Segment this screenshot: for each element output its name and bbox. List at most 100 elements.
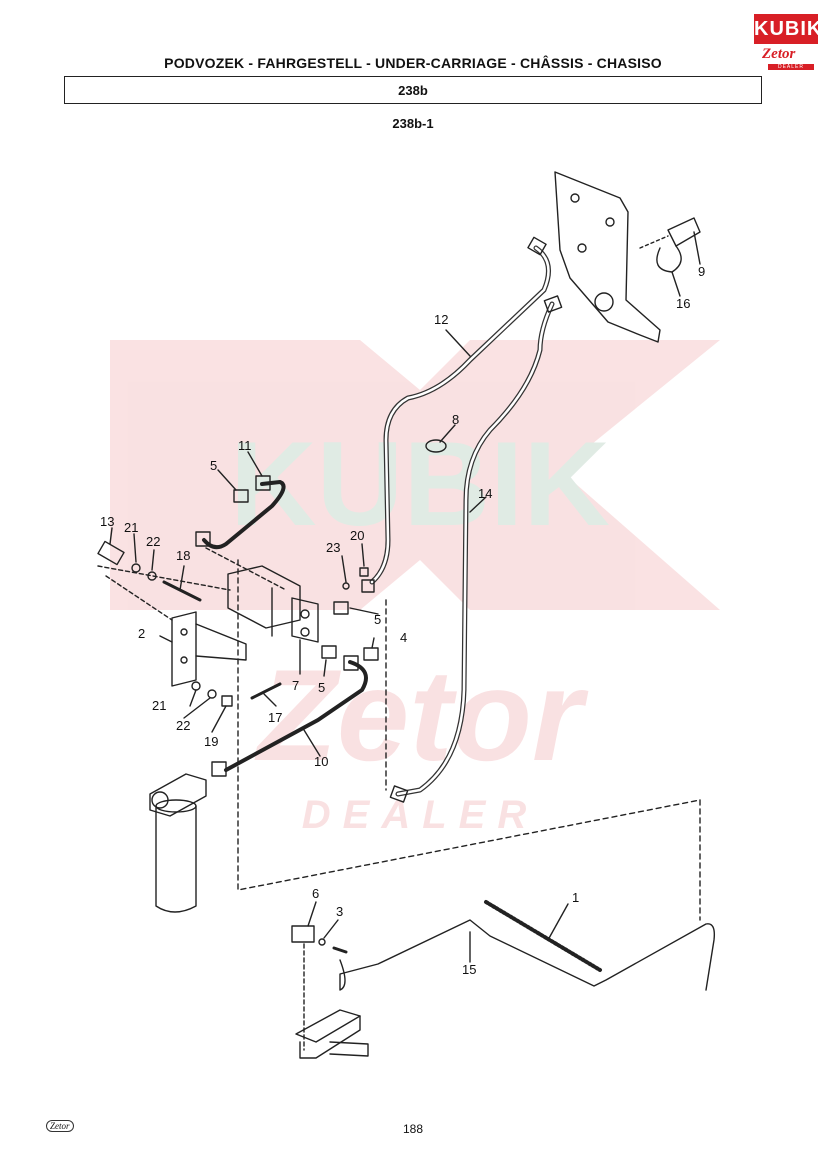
- label-4: 4: [400, 630, 407, 645]
- filter-head: [149, 773, 207, 817]
- leader-line: [693, 231, 701, 265]
- washer-3: [318, 938, 326, 946]
- label-8: 8: [452, 412, 459, 427]
- hose-nut: [527, 236, 547, 256]
- pipe-nut: [195, 531, 211, 547]
- leader-line: [159, 635, 173, 643]
- spacer-13: [97, 540, 125, 566]
- hose-12-inner: [370, 246, 550, 584]
- label-18: 18: [176, 548, 190, 563]
- bolt-17: [250, 682, 282, 700]
- cable-1: [484, 900, 602, 972]
- leader-line: [217, 469, 237, 491]
- pipe-nut: [343, 655, 359, 671]
- leader-line: [189, 689, 197, 707]
- plate-hole: [605, 217, 615, 227]
- plate-hole: [577, 243, 587, 253]
- label-10: 10: [314, 754, 328, 769]
- section-code-box: 238b: [64, 76, 762, 104]
- bracket-hole: [180, 628, 188, 636]
- bolt-18: [162, 580, 202, 602]
- pipe-nut: [255, 475, 271, 491]
- leader-line: [547, 903, 569, 941]
- valve-port: [300, 627, 310, 637]
- label-15: 15: [462, 962, 476, 977]
- logo-sub: Zetor: [762, 46, 796, 62]
- label-12: 12: [434, 312, 448, 327]
- filter-canister: [155, 805, 197, 913]
- valve-flange: [291, 597, 319, 643]
- label-23: 23: [326, 540, 340, 555]
- leader-line: [439, 424, 456, 443]
- leader-line: [469, 496, 487, 513]
- fitting-4: [363, 647, 379, 661]
- leader-line: [105, 575, 173, 621]
- label-2: 2: [138, 626, 145, 641]
- label-5-top: 5: [210, 458, 217, 473]
- watermark-brand: KUBIK: [230, 417, 610, 551]
- hose-nut: [389, 785, 409, 803]
- dust-cap: [656, 245, 682, 273]
- bottom-bracket-tab: [329, 1041, 369, 1057]
- label-19: 19: [204, 734, 218, 749]
- logo-brand: KUBIK: [754, 14, 821, 44]
- block-6: [291, 925, 315, 943]
- filter-port: [151, 791, 169, 809]
- label-14: 14: [478, 486, 492, 501]
- leader-line: [341, 555, 347, 583]
- bottom-bracket: [295, 1009, 361, 1043]
- label-5-right: 5: [374, 612, 381, 627]
- quick-coupling: [667, 217, 701, 247]
- leader-line: [323, 919, 339, 939]
- watermark-sub: Zetor: [254, 642, 589, 788]
- label-6: 6: [312, 886, 319, 901]
- washer-21: [131, 563, 141, 573]
- washer-21: [191, 681, 201, 691]
- label-22-bottom: 22: [176, 718, 190, 733]
- label-21-bottom: 21: [152, 698, 166, 713]
- leader-line: [323, 659, 327, 677]
- leader-line: [151, 549, 155, 571]
- hose-nut: [361, 579, 375, 593]
- leader-line: [133, 533, 137, 563]
- plate-hole-large: [594, 292, 614, 312]
- label-20: 20: [350, 528, 364, 543]
- label-16: 16: [676, 296, 690, 311]
- watermark: KUBIK Zetor DEALER: [110, 340, 720, 837]
- leader-line: [445, 329, 471, 357]
- washer-23: [342, 582, 350, 590]
- leader-line: [109, 527, 113, 545]
- valve-port: [300, 609, 310, 619]
- leader-line: [205, 547, 287, 591]
- leader-line: [179, 565, 185, 591]
- leader-line: [639, 235, 669, 249]
- label-21-top: 21: [124, 520, 138, 535]
- leader-line: [263, 693, 277, 707]
- leader-line: [307, 901, 317, 927]
- bottom-bracket-side: [299, 1015, 361, 1059]
- part-labels: 1 2 3 4 5 5 5 6 7 8 9 10 11 12 13 14 15 …: [100, 264, 705, 977]
- nut-20: [359, 567, 369, 577]
- page-number: 188: [402, 1122, 424, 1136]
- logo-dealer: DEALER: [768, 64, 814, 70]
- filter-top: [155, 799, 197, 813]
- leader-line: [183, 697, 211, 719]
- pipe-nut: [211, 761, 227, 777]
- valve-body: [227, 565, 301, 629]
- hose-14-inner: [396, 302, 554, 796]
- mounting-plate: [554, 171, 661, 343]
- leader-line: [361, 543, 365, 567]
- section-code: 238b: [398, 83, 428, 98]
- plate-hole: [570, 193, 580, 203]
- label-17: 17: [268, 710, 282, 725]
- label-1: 1: [572, 890, 579, 905]
- leader-line: [97, 565, 231, 591]
- bracket-hole: [180, 656, 188, 664]
- leader-frame: [237, 559, 701, 891]
- fitting: [332, 946, 348, 954]
- label-9: 9: [698, 264, 705, 279]
- label-22-top: 22: [146, 534, 160, 549]
- hose-nut: [543, 295, 563, 313]
- leader-line: [349, 607, 379, 615]
- page-title: PODVOZEK - FAHRGESTELL - UNDER-CARRIAGE …: [164, 55, 662, 71]
